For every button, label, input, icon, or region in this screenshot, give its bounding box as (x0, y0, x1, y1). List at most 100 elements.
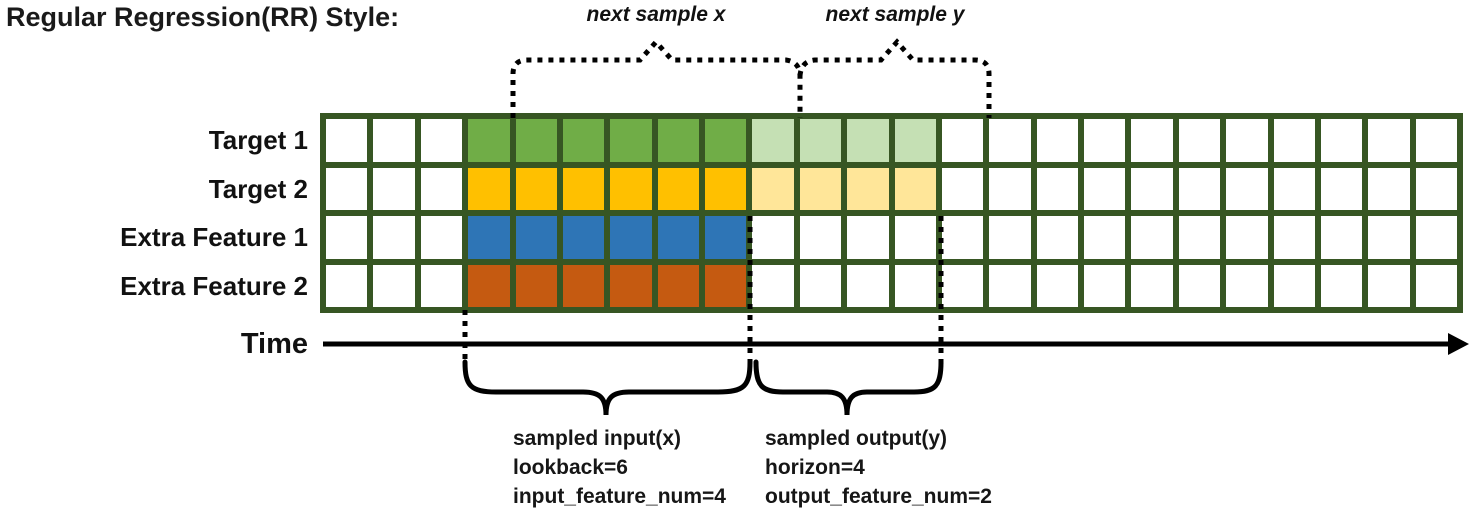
grid-cell (941, 167, 984, 210)
sampled-input-note: sampled input(x) lookback=6 input_featur… (513, 424, 726, 511)
grid-cell (941, 264, 984, 307)
grid-cell (1273, 167, 1315, 210)
grid-cell (1320, 264, 1363, 307)
next-sample-y-brace (797, 38, 992, 118)
grid-cell (1036, 167, 1078, 210)
grid-cell (847, 264, 889, 307)
grid-cell (847, 216, 889, 259)
grid-cell (1131, 119, 1173, 162)
next-sample-x-label: next sample x (586, 3, 726, 26)
grid-cell (1226, 119, 1268, 162)
grid-cell (468, 216, 510, 259)
grid-cell (705, 216, 747, 259)
grid-cell (420, 264, 463, 307)
grid-cell (515, 264, 557, 307)
sampled-input-brace (462, 359, 753, 416)
grid-cell (610, 264, 652, 307)
row-label-extra-feature-1: Extra Feature 1 (120, 222, 308, 252)
grid-cell (799, 167, 842, 210)
grid-cell (799, 119, 842, 162)
row-label-target-2: Target 2 (208, 173, 308, 204)
input-feature-num: input_feature_num=4 (513, 485, 726, 508)
grid-cell (562, 119, 605, 162)
grid-cell (1131, 167, 1173, 210)
grid-cell (326, 167, 368, 210)
grid-cell (562, 264, 605, 307)
grid-cell (1226, 167, 1268, 210)
grid-cell (420, 167, 463, 210)
grid-cell (657, 216, 699, 259)
grid-cell (1273, 119, 1315, 162)
grid-cell (1084, 264, 1126, 307)
time-arrow-head-icon (1448, 333, 1469, 355)
grid-cell (1131, 216, 1173, 259)
horizon-value: horizon=4 (765, 456, 865, 479)
grid-cell (373, 264, 415, 307)
grid-cell (515, 119, 557, 162)
grid-cell (1178, 264, 1221, 307)
grid-cell (610, 119, 652, 162)
grid-cell (752, 119, 794, 162)
grid-cell (799, 264, 842, 307)
grid-cell (1320, 167, 1363, 210)
grid-cell (847, 119, 889, 162)
grid-cell (705, 167, 747, 210)
grid-cell (1036, 119, 1078, 162)
grid-cell (1415, 167, 1457, 210)
next-sample-x-brace (510, 38, 803, 118)
grid-cell (1036, 264, 1078, 307)
grid-cell (752, 167, 794, 210)
grid-cell (1131, 264, 1173, 307)
grid-cell (1084, 216, 1126, 259)
grid-cell (1273, 264, 1315, 307)
grid-cell (1084, 119, 1126, 162)
grid-cell (1368, 167, 1410, 210)
sampled-output-brace (753, 359, 944, 416)
grid-cell (752, 216, 794, 259)
grid-cell (326, 216, 368, 259)
sampled-input-title: sampled input(x) (513, 427, 682, 450)
grid-cell (562, 216, 605, 259)
grid-cell (1273, 216, 1315, 259)
grid-cell (1178, 167, 1221, 210)
row-label-target-1: Target 1 (208, 125, 308, 155)
grid-cell (1368, 216, 1410, 259)
grid-cell (1226, 216, 1268, 259)
grid-cell (610, 216, 652, 259)
grid-cell (420, 119, 463, 162)
grid-cell (894, 167, 936, 210)
grid-cell (326, 119, 368, 162)
grid-cell (657, 264, 699, 307)
grid-cell (1178, 119, 1221, 162)
output-feature-num: output_feature_num=2 (765, 485, 992, 508)
grid-cell (799, 216, 842, 259)
grid-cell (1036, 216, 1078, 259)
grid-cell (1415, 119, 1457, 162)
grid-cell (562, 167, 605, 210)
grid-cell (989, 216, 1031, 259)
grid-cell (894, 264, 936, 307)
sampled-output-title: sampled output(y) (765, 427, 947, 450)
grid-cell (1415, 216, 1457, 259)
grid-cell (373, 216, 415, 259)
grid-cell (468, 167, 510, 210)
grid-cell (1368, 264, 1410, 307)
grid-cell (468, 264, 510, 307)
grid-cell (752, 264, 794, 307)
grid-cell (989, 264, 1031, 307)
grid-cell (989, 119, 1031, 162)
next-sample-y-label: next sample y (825, 3, 965, 26)
row-label-extra-feature-2: Extra Feature 2 (120, 270, 308, 301)
grid-cell (989, 167, 1031, 210)
grid-cell (657, 119, 699, 162)
grid-cell (941, 119, 984, 162)
lookback-value: lookback=6 (513, 456, 628, 479)
page-title: Regular Regression(RR) Style: (6, 2, 400, 32)
grid-cell (1178, 216, 1221, 259)
grid-cell (657, 167, 699, 210)
grid-cell (1320, 119, 1363, 162)
grid-cell (610, 167, 652, 210)
grid-cell (847, 167, 889, 210)
grid-cell (1320, 216, 1363, 259)
